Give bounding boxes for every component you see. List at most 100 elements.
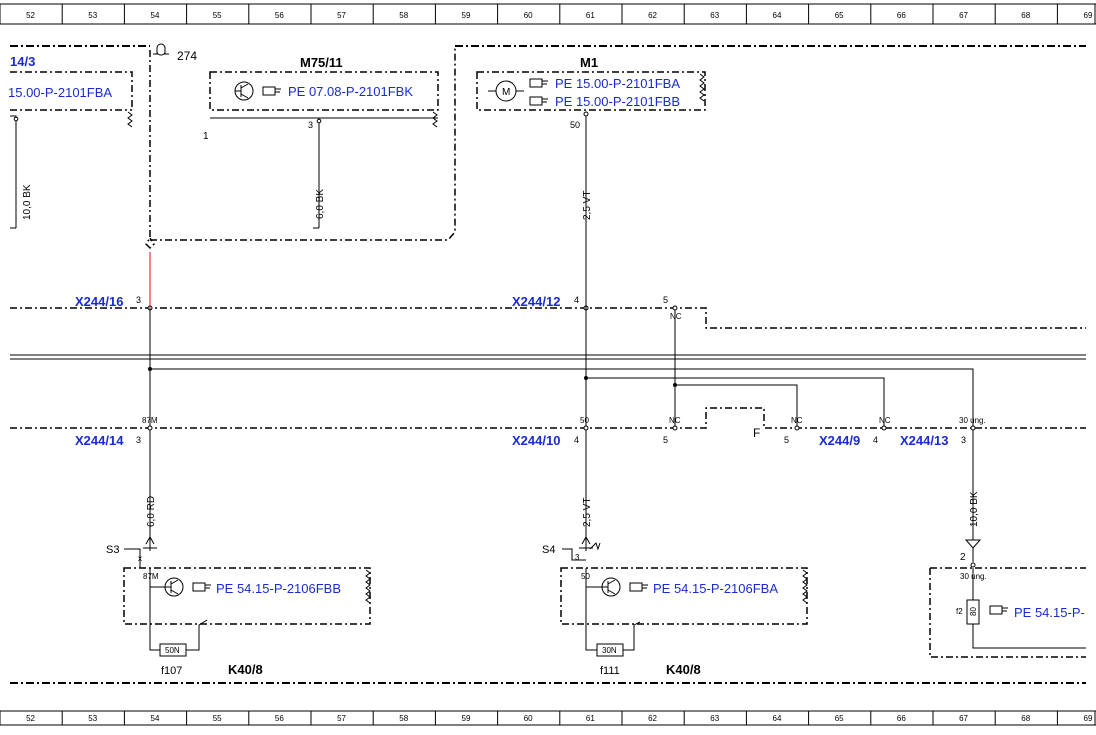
motor-letter: M bbox=[502, 87, 510, 98]
ruler-top-cell-label: 59 bbox=[462, 11, 471, 20]
ruler-top-cell-label: 65 bbox=[835, 11, 844, 20]
upper-connector-row: X244/16 3 X244/12 4 5 NC bbox=[10, 294, 1086, 329]
ruler-top-cell-label: 64 bbox=[773, 11, 782, 20]
ruler-top-cell-label: 62 bbox=[648, 11, 657, 20]
upper-nc-label: NC bbox=[670, 312, 682, 321]
upper-pin-5: 5 bbox=[663, 295, 668, 305]
ruler-top-cell-label: 55 bbox=[213, 11, 222, 20]
ruler-top-cell-label: 63 bbox=[710, 11, 719, 20]
x244-9-top: NC bbox=[879, 416, 891, 425]
s3-label: S3 bbox=[106, 544, 119, 556]
x244-10-label: X244/10 bbox=[512, 433, 560, 448]
ruler-top-cell-label: 52 bbox=[26, 11, 35, 20]
ruler-bottom-cell-label: 66 bbox=[897, 714, 906, 723]
x244-14-label: X244/14 bbox=[75, 433, 124, 448]
right-fuse-label: 80 bbox=[969, 607, 978, 616]
ruler-bottom-cell-label: 53 bbox=[88, 714, 97, 723]
m1-pin-50: 50 bbox=[570, 120, 580, 130]
ruler-top-cell-label: 54 bbox=[151, 11, 160, 20]
right-ref-link[interactable]: PE 54.15-P- bbox=[1014, 605, 1085, 620]
s3-pin-x: x bbox=[138, 554, 142, 563]
m75-11-label: M75/11 bbox=[300, 55, 343, 70]
ruler-bottom-cell-label: 63 bbox=[710, 714, 719, 723]
transistor-icon bbox=[234, 81, 254, 101]
ruler-bottom-cell-label: 61 bbox=[586, 714, 595, 723]
s4-module-label: K40/8 bbox=[666, 662, 701, 677]
x244-12-label: X244/12 bbox=[512, 294, 560, 309]
s4-label: S4 bbox=[542, 544, 555, 556]
ruler-top-cell-label: 58 bbox=[399, 11, 408, 20]
m1-ref-link-a[interactable]: PE 15.00-P-2101FBA bbox=[555, 76, 680, 91]
ruler-top-cell-label: 53 bbox=[88, 11, 97, 20]
relay-s3: 6,0 RD S3 x 87M PE 54.15-P-2106FBB 50N f… bbox=[106, 430, 371, 677]
ruler-top-cell-label: 56 bbox=[275, 11, 284, 20]
ruler-top-cell-label: 61 bbox=[586, 11, 595, 20]
m1-label: M1 bbox=[580, 55, 598, 70]
ruler-bottom-cell-label: 69 bbox=[1084, 714, 1093, 723]
m1-ref-link-b[interactable]: PE 15.00-P-2101FBB bbox=[555, 94, 680, 109]
x244-16-label: X244/16 bbox=[75, 294, 123, 309]
ruler-bottom-cell-label: 55 bbox=[213, 714, 222, 723]
ruler-bottom-cell-label: 57 bbox=[337, 714, 346, 723]
x244-16-pin: 3 bbox=[136, 295, 141, 305]
ruler-top-cell-label: 60 bbox=[524, 11, 533, 20]
s3-fuse-label: 50N bbox=[165, 646, 180, 655]
f-label: F bbox=[753, 426, 760, 440]
s4-fuse-label: 30N bbox=[602, 646, 617, 655]
lower-connector-row: 87M X244/14 3 50 X244/10 4 NC 5 F NC 5 N… bbox=[10, 407, 1086, 448]
ground-ref-label: 274 bbox=[177, 49, 197, 63]
x244-14-pin: 3 bbox=[136, 435, 141, 445]
s3-ref-link[interactable]: PE 54.15-P-2106FBB bbox=[216, 581, 341, 596]
component-14-3-ref-link[interactable]: 15.00-P-2101FBA bbox=[8, 85, 112, 100]
x244-9-label: X244/9 bbox=[819, 433, 860, 448]
x244-13-top: 30 ung. bbox=[959, 416, 986, 425]
x244-10-pin: 4 bbox=[574, 435, 579, 445]
s3-pin-top: 87M bbox=[143, 572, 159, 581]
x244-14-top: 87M bbox=[142, 416, 158, 425]
x244-12-pin: 4 bbox=[574, 295, 579, 305]
nc-a-top: NC bbox=[669, 416, 681, 425]
s4-fuse-name: f111 bbox=[600, 665, 620, 677]
nc-b-top: NC bbox=[791, 416, 803, 425]
ruler-top-cell-label: 68 bbox=[1021, 11, 1030, 20]
motor-icon: M bbox=[488, 80, 524, 102]
ruler-top-cell-label: 66 bbox=[897, 11, 906, 20]
transistor-icon bbox=[150, 577, 184, 597]
ruler-bottom-cell-label: 62 bbox=[648, 714, 657, 723]
nc-b-bottom: 5 bbox=[784, 435, 789, 445]
m75-11-ref-link[interactable]: PE 07.08-P-2101FBK bbox=[288, 84, 413, 99]
ruler-bottom-cell-label: 68 bbox=[1021, 714, 1030, 723]
x244-10-top: 50 bbox=[580, 416, 589, 425]
ground-symbol-274: 274 bbox=[153, 43, 197, 63]
ruler-top-cell-label: 67 bbox=[959, 11, 968, 20]
pointing-hand-icon bbox=[192, 582, 211, 592]
component-14-3: 14/3 15.00-P-2101FBA 10,0 BK bbox=[8, 54, 133, 229]
s3-fuse-name: f107 bbox=[161, 665, 182, 677]
x244-9-pin: 4 bbox=[873, 435, 878, 445]
component-m1: M1 M PE 15.00-P-2101FBA PE 15.00-P-2101F… bbox=[476, 55, 706, 220]
wires bbox=[10, 116, 1086, 428]
ruler-bottom-cell-label: 52 bbox=[26, 714, 35, 723]
component-14-3-wire-label: 10,0 BK bbox=[22, 184, 33, 220]
s3-module-label: K40/8 bbox=[228, 662, 263, 677]
ruler-bottom-cell-label: 54 bbox=[151, 714, 160, 723]
pointing-hand-icon bbox=[262, 86, 281, 96]
m75-11-pin-1: 1 bbox=[203, 131, 209, 142]
s4-pin-x: 3 bbox=[575, 553, 580, 562]
component-m75-11: M75/11 PE 07.08-P-2101FBK 1 3 6,0 BK bbox=[203, 55, 439, 229]
m75-11-pin-3: 3 bbox=[308, 120, 313, 130]
ruler-bottom-cell-label: 64 bbox=[773, 714, 782, 723]
right-wire-label: 10,0 BK bbox=[969, 491, 980, 527]
ruler-bottom-cell-label: 58 bbox=[399, 714, 408, 723]
ruler-bottom-cell-label: 67 bbox=[959, 714, 968, 723]
pointing-hand-icon bbox=[989, 605, 1008, 615]
component-14-3-label: 14/3 bbox=[10, 54, 35, 69]
relay-right: 10,0 BK 2 30 ung. 80 f2 PE 54.15-P- bbox=[929, 430, 1086, 658]
s4-wire-label: 2,5 VT bbox=[582, 498, 593, 527]
x244-13-pin: 3 bbox=[961, 435, 966, 445]
relay-s4: 2,5 VT S4 3 50 PE 54.15-P-2106FBA 30N f1… bbox=[542, 430, 808, 677]
s4-ref-link[interactable]: PE 54.15-P-2106FBA bbox=[653, 581, 778, 596]
